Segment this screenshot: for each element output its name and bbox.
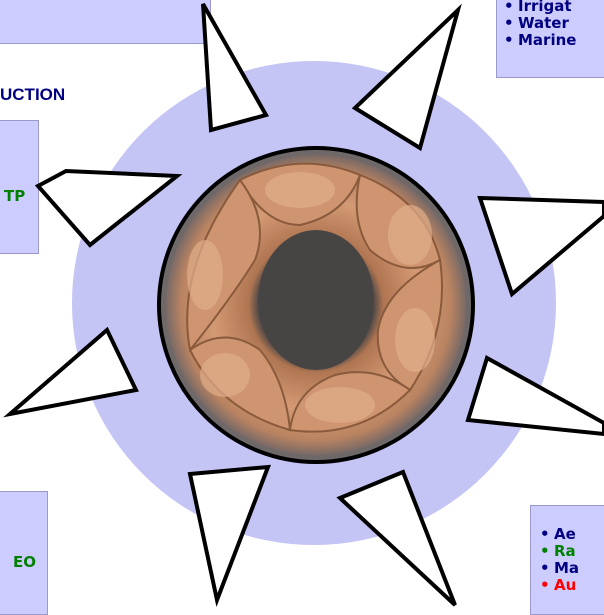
ray-triangle-top-left (203, 4, 266, 130)
